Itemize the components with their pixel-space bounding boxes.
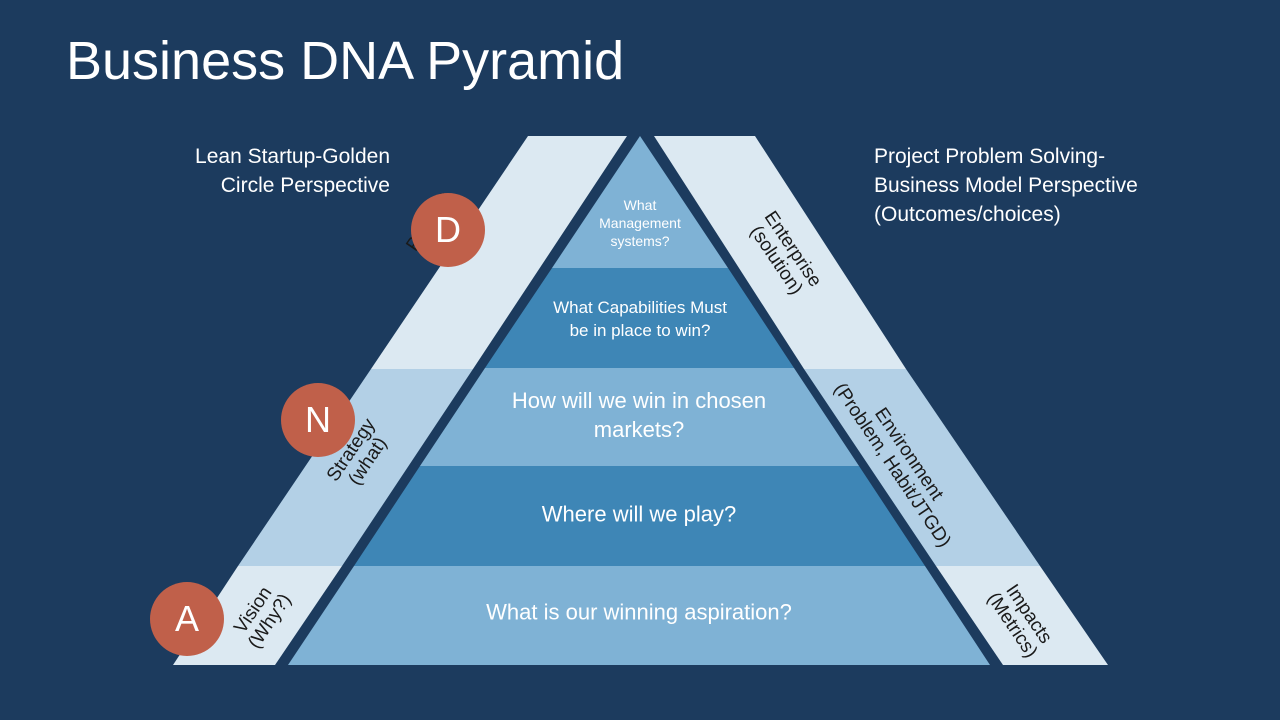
right-band-impacts [936,566,1108,665]
pyramid-tier-3 [420,368,859,466]
badge-a: A [150,582,224,656]
tier-label-line: How will we win in chosen [511,388,767,413]
badge-d: D [411,193,485,267]
tier-label-management-systems: What Management systems? [599,196,681,250]
left-band-product [371,136,627,369]
left-perspective-note: Lean Startup-Golden Circle Perspective [130,142,390,200]
right-note-line: (Outcomes/choices) [874,203,1061,226]
tier-label-line: Management [599,215,681,231]
slide-title: Business DNA Pyramid [66,31,625,91]
tier-label-line: be in place to win? [569,321,711,340]
left-band-strategy [238,369,473,566]
tier-label-how-win: How will we win in chosen markets? [512,386,766,444]
tier-label-capabilities: What Capabilities Must be in place to wi… [553,296,727,342]
badge-n: N [281,383,355,457]
pyramid-tier-4 [354,466,925,566]
right-perspective-note: Project Problem Solving- Business Model … [874,142,1204,229]
pyramid-tier-5 [288,566,990,665]
pyramid-tier-1 [552,136,728,268]
left-note-line: Circle Perspective [220,174,390,197]
tier-label-where-play: Where will we play? [542,500,736,529]
tier-label-line: markets? [593,417,685,442]
tier-label-line: What [623,197,657,213]
left-note-line: Lean Startup-Golden [195,145,390,168]
tier-label-line: What is our winning aspiration? [486,599,792,625]
tier-label-aspiration: What is our winning aspiration? [486,598,792,627]
right-band-environment [804,369,1040,566]
pyramid-tier-2 [485,268,794,368]
tier-label-line: systems? [610,233,670,249]
right-note-line: Project Problem Solving- [874,145,1106,168]
tier-label-line: Where will we play? [541,501,737,527]
tier-label-line: What Capabilities Must [553,298,727,317]
right-band-enterprise [654,136,906,369]
right-note-line: Business Model Perspective [874,174,1138,197]
